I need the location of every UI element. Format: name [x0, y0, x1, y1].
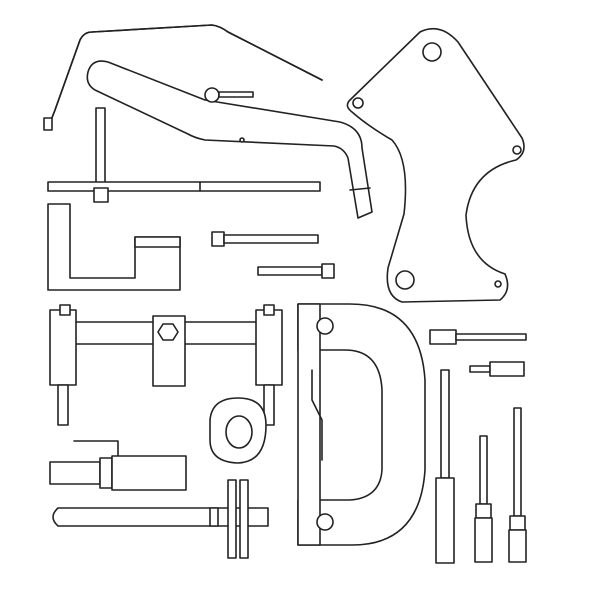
c-clamp — [297, 303, 426, 546]
knurled-pins — [429, 329, 527, 564]
long-rod-with-plates — [52, 479, 269, 559]
l-bracket — [47, 203, 181, 291]
crank-lever — [86, 60, 373, 219]
ring-adapter — [209, 397, 267, 464]
locking-pin — [204, 87, 254, 103]
bent-rod — [43, 24, 323, 131]
bolt-short — [257, 263, 335, 279]
clamp-bar — [49, 304, 283, 426]
bolt-long — [211, 231, 319, 247]
mounting-plate — [346, 27, 525, 303]
t-tool — [47, 107, 321, 203]
knurled-tool — [49, 455, 187, 491]
